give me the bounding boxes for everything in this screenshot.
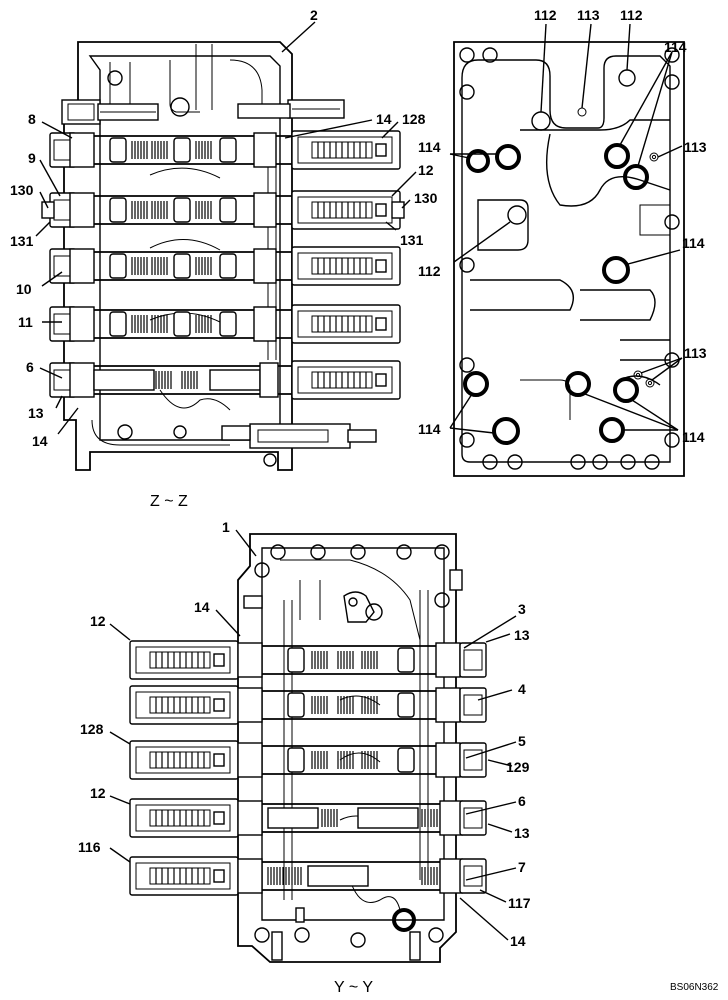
callout-9: 9 bbox=[28, 150, 36, 166]
callout-114-b: 114 bbox=[418, 139, 441, 155]
callout-112-a: 112 bbox=[534, 7, 557, 23]
section-caption-zz: Z ~ Z bbox=[150, 493, 188, 510]
callout-12-top: 12 bbox=[90, 613, 106, 629]
callout-3: 3 bbox=[518, 601, 526, 617]
callout-114-e: 114 bbox=[682, 429, 705, 445]
callout-112-c: 112 bbox=[418, 263, 441, 279]
callout-114-c: 114 bbox=[682, 235, 705, 251]
callout-14-top: 14 bbox=[194, 599, 210, 615]
labels-section-zz: 2 8 14 128 9 12 130 130 131 131 10 11 6 … bbox=[10, 7, 438, 510]
callout-6: 6 bbox=[518, 793, 526, 809]
section-zz bbox=[41, 41, 405, 471]
labels-section-top-right: 112 113 112 114 114 113 112 114 113 114 … bbox=[418, 7, 707, 445]
callout-129: 129 bbox=[506, 759, 530, 775]
callout-131-right: 131 bbox=[400, 232, 424, 248]
callout-13-bottom: 13 bbox=[514, 825, 530, 841]
callout-11: 11 bbox=[18, 314, 33, 330]
drawing-code: BS06N362 bbox=[670, 982, 719, 993]
callout-117: 117 bbox=[508, 895, 531, 911]
callout-8: 8 bbox=[28, 111, 36, 127]
callout-128: 128 bbox=[80, 721, 104, 737]
callout-112-b: 112 bbox=[620, 7, 643, 23]
callout-131-left: 131 bbox=[10, 233, 34, 249]
callout-14-bottom: 14 bbox=[32, 433, 48, 449]
labels-section-yy: 1 14 12 3 13 4 128 5 129 12 6 13 116 7 1… bbox=[78, 519, 531, 996]
callout-10: 10 bbox=[16, 281, 32, 297]
section-yy bbox=[129, 533, 487, 963]
callout-130-right: 130 bbox=[414, 190, 438, 206]
section-caption-yy: Y ~ Y bbox=[334, 979, 373, 996]
section-top-right bbox=[453, 41, 685, 477]
callout-2: 2 bbox=[310, 7, 318, 23]
callout-7: 7 bbox=[518, 859, 526, 875]
callout-130-left: 130 bbox=[10, 182, 34, 198]
callout-12-bottom: 12 bbox=[90, 785, 106, 801]
callout-12: 12 bbox=[418, 162, 434, 178]
callout-114-a: 114 bbox=[664, 39, 687, 55]
callout-13-top: 13 bbox=[514, 627, 530, 643]
callout-116: 116 bbox=[78, 839, 101, 855]
leader-lines bbox=[35, 21, 683, 941]
callout-5: 5 bbox=[518, 733, 526, 749]
callout-6: 6 bbox=[26, 359, 34, 375]
callout-13: 13 bbox=[28, 405, 44, 421]
callout-113-c: 113 bbox=[684, 345, 707, 361]
callout-14-bottom: 14 bbox=[510, 933, 526, 949]
callout-128: 128 bbox=[402, 111, 426, 127]
callout-114-d: 114 bbox=[418, 421, 441, 437]
callout-113-b: 113 bbox=[684, 139, 707, 155]
callout-14-top: 14 bbox=[376, 111, 392, 127]
callout-4: 4 bbox=[518, 681, 526, 697]
callout-1: 1 bbox=[222, 519, 230, 535]
callout-113-a: 113 bbox=[577, 7, 600, 23]
